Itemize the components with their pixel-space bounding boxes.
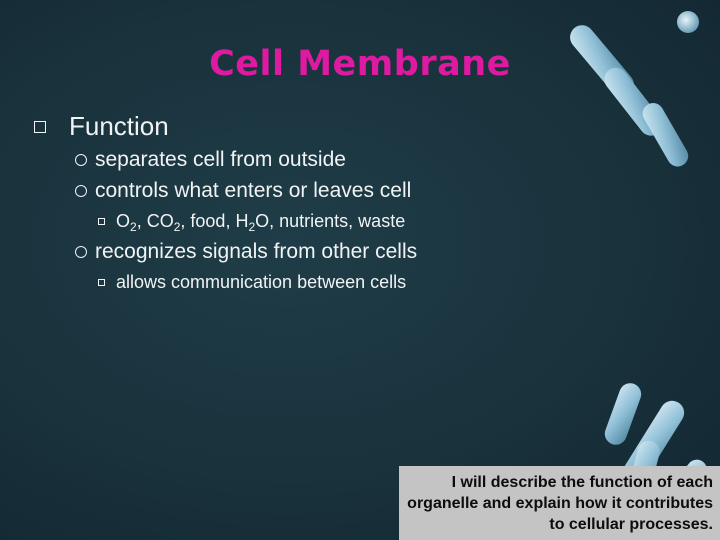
point-separates: separates cell from outside (75, 148, 346, 172)
bacterium-top (570, 11, 699, 167)
slide-title: Cell Membrane (209, 44, 511, 84)
point-text: controls what enters or leaves cell (95, 179, 412, 202)
learning-objective-box: I will describe the function of each org… (399, 466, 720, 540)
point-recognizes: recognizes signals from other cells (75, 240, 417, 264)
small-square-bullet-icon (98, 279, 105, 286)
subpoint-text: allows communication between cells (116, 272, 407, 292)
bullet-function: Function (34, 111, 169, 142)
square-bullet-icon (34, 120, 46, 133)
subpoint-signals: allows communication between cells (98, 272, 406, 293)
ring-bullet-icon (75, 185, 87, 197)
point-controls: controls what enters or leaves cell (75, 179, 411, 203)
point-text: recognizes signals from other cells (95, 240, 418, 263)
subpoint-molecules: O2, CO2, food, H2O, nutrients, waste (98, 211, 406, 234)
heading-function: Function (69, 111, 169, 141)
subpoint-text: O2, CO2, food, H2O, nutrients, waste (116, 211, 406, 234)
small-square-bullet-icon (98, 218, 105, 225)
ring-bullet-icon (75, 154, 87, 166)
point-text: separates cell from outside (95, 148, 346, 171)
ring-bullet-icon (75, 246, 87, 258)
